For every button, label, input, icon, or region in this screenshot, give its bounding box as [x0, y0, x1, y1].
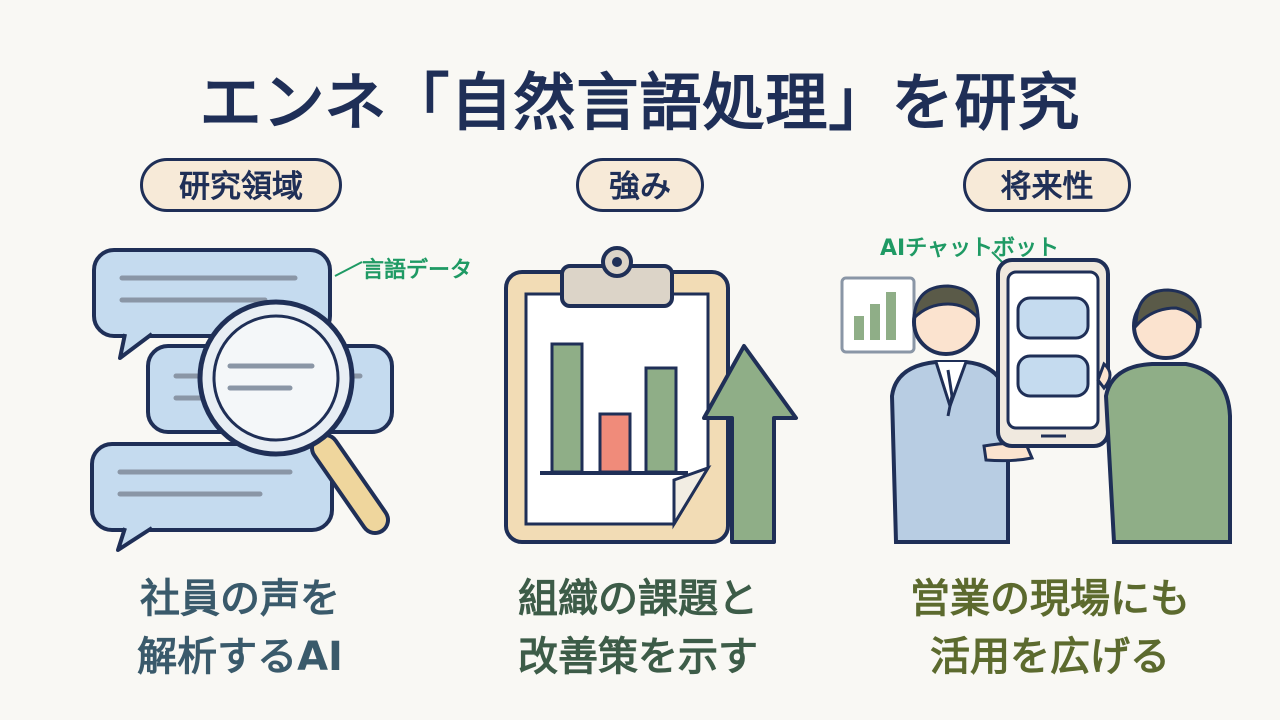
caption-line: 営業の現場にも — [910, 576, 1190, 622]
heading-pill-research-area: 研究領域 — [140, 158, 342, 212]
caption-line: 社員の声を — [140, 576, 340, 622]
page-title: エンネ「自然言語処理」を研究 — [199, 66, 1081, 139]
heading-pill-strength: 強み — [576, 158, 704, 212]
caption-line: 活用を広げる — [930, 634, 1170, 680]
clipboard-chart-icon — [504, 246, 730, 544]
magnifier-icon — [197, 299, 390, 535]
heading-strength: 強み — [609, 169, 671, 205]
smartphone-chat-icon — [996, 258, 1110, 448]
caption-line: 解析するAI — [137, 634, 343, 680]
speech-bubble-icon — [90, 442, 334, 552]
businessman-icon — [1096, 288, 1232, 544]
mini-bar-chart-icon — [840, 276, 916, 354]
caption-line: 組織の課題と — [518, 576, 758, 622]
heading-pill-future: 将来性 — [963, 158, 1131, 212]
heading-future: 将来性 — [1000, 169, 1094, 205]
speech-bubbles-magnifier-illustration — [90, 248, 394, 552]
caption-future: 営業の現場にも 活用を広げる — [880, 570, 1220, 686]
caption-research-area: 社員の声を 解析するAI — [90, 570, 390, 686]
annotation-language-data: 言語データ — [362, 258, 473, 283]
businessmen-smartphone-illustration — [840, 251, 1232, 544]
caption-strength: 組織の課題と 改善策を示す — [488, 570, 788, 686]
clipboard-chart-illustration — [504, 246, 798, 544]
annotation-ai-chatbot: AIチャットボット — [880, 236, 1059, 261]
businessman-icon — [889, 284, 1035, 544]
caption-line: 改善策を示す — [518, 634, 758, 680]
heading-research-area: 研究領域 — [179, 169, 303, 205]
up-arrow-icon — [702, 344, 798, 544]
